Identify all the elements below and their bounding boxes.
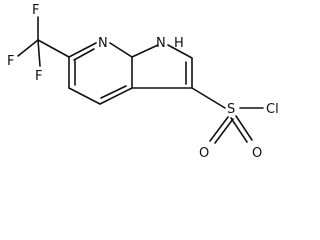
bond-s-o-left-b <box>214 118 234 144</box>
molecule-drawing: F F F N H N S Cl O O <box>7 3 279 161</box>
bond-c6-n7 <box>68 42 97 58</box>
bond-c3a-c4 <box>99 87 133 105</box>
bond-c-f-bottom <box>37 39 41 67</box>
atom-f-left: F <box>7 54 14 69</box>
bond-n1-c2 <box>167 44 193 59</box>
atom-n-pyridine: N <box>98 36 108 51</box>
atom-s: S <box>227 102 235 117</box>
atom-o-right: O <box>252 146 262 161</box>
bond-c-f-left <box>17 39 39 57</box>
atom-f-bottom: F <box>35 69 42 84</box>
bond-c3-s <box>191 87 226 109</box>
bond-c6-n7-inner <box>73 48 95 61</box>
bond-c7a-n1 <box>131 44 159 58</box>
bond-c3a-c4-inner <box>100 85 127 99</box>
bond-s-o-right-b <box>235 115 253 141</box>
atom-n-pyrrole: N <box>156 36 166 51</box>
bond-s-o-right-a <box>230 117 248 143</box>
bond-cf3-ring <box>37 39 70 58</box>
bond-n7-c7a <box>109 42 133 58</box>
atom-n-h: H <box>174 36 184 51</box>
bond-c4-c5 <box>68 87 101 105</box>
bond-s-o-left-a <box>209 116 229 142</box>
atom-cl: Cl <box>266 102 279 117</box>
structure-canvas: F F F N H N S Cl O O <box>7 3 279 161</box>
atom-o-left: O <box>199 146 209 161</box>
atom-f-top: F <box>32 3 39 18</box>
